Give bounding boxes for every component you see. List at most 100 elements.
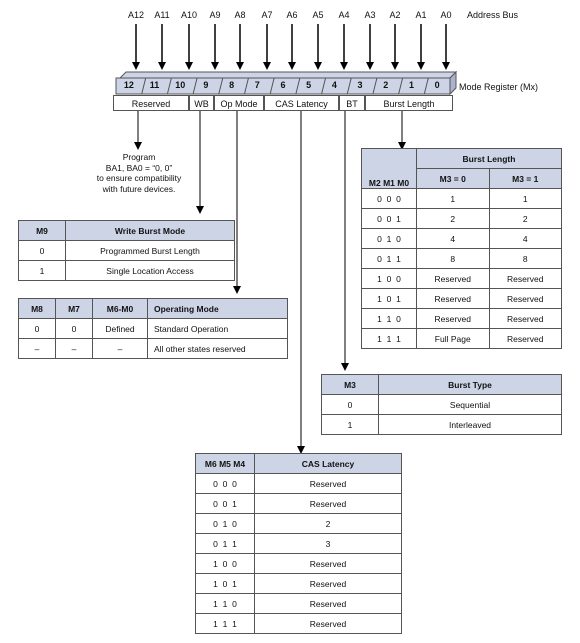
table-cell: 2 (488, 208, 562, 229)
table-header: M3 = 0 (416, 168, 490, 189)
table-cell: 1 0 0 (361, 268, 417, 289)
table-cell: 1 (488, 188, 562, 209)
register-bit-label: 11 (149, 80, 160, 90)
bit-divider (166, 77, 172, 95)
address-pin-label: A2 (389, 10, 401, 20)
address-pin-label: A6 (286, 10, 298, 20)
register-bit-dividers (141, 77, 429, 95)
field-bt: BT (339, 95, 365, 111)
address-pin-label: A3 (364, 10, 376, 20)
bit-divider (295, 77, 301, 95)
table-cell: Defined (92, 318, 148, 339)
table-cell: 1 1 1 (361, 328, 417, 349)
address-bus-arrows (132, 24, 450, 70)
table-header: CAS Latency (254, 453, 402, 474)
register-box-front (115, 77, 451, 95)
address-pin-label: A8 (234, 10, 246, 20)
table-cell: 0 1 1 (195, 533, 255, 554)
address-pin-label: A7 (261, 10, 273, 20)
field-reserved: Reserved (113, 95, 189, 111)
bit-divider (192, 77, 198, 95)
table-cell: Reserved (416, 288, 490, 309)
table-cell: 2 (416, 208, 490, 229)
table-cell: 0 0 1 (361, 208, 417, 229)
program-note-line: to ensure compatibility (96, 173, 182, 183)
register-bit-label: 8 (229, 80, 235, 90)
table-cell: 0 (55, 318, 93, 339)
address-pin-label: A10 (180, 10, 197, 20)
table-cell: 8 (416, 248, 490, 269)
address-pin-label: A11 (154, 10, 170, 20)
table-cell: 0 0 1 (195, 493, 255, 514)
register-box-top (118, 71, 458, 79)
address-pin-label: A9 (209, 10, 221, 20)
table-row: – – – All other states reserved (18, 338, 288, 359)
bit-divider (141, 77, 147, 95)
table-cell: 1 0 1 (195, 573, 255, 594)
register-bit-label: 6 (280, 80, 286, 90)
table-cell: 0 1 1 (361, 248, 417, 269)
table-cell: 1 (321, 414, 379, 435)
field-op-mode: Op Mode (214, 95, 264, 111)
table-cell: 0 1 0 (195, 513, 255, 534)
table-cell: 0 0 0 (361, 188, 417, 209)
table-cell: Single Location Access (65, 260, 235, 281)
table-header: Burst Type (378, 374, 562, 395)
table-cell: 1 1 0 (361, 308, 417, 329)
table-header: M6 M5 M4 (195, 453, 255, 474)
address-pin-label: A4 (338, 10, 350, 20)
table-header: Write Burst Mode (65, 220, 235, 241)
table-cell: 0 1 0 (361, 228, 417, 249)
table-row: 0 Programmed Burst Length (18, 240, 235, 261)
table-cell: 0 (18, 318, 56, 339)
address-pin-label: A5 (312, 10, 324, 20)
table-row: 0 Sequential (321, 394, 562, 415)
table-cell: 8 (488, 248, 562, 269)
table-cell: Programmed Burst Length (65, 240, 235, 261)
burst-length-table: M2 M1 M0 Burst Length M3 = 0 M3 = 1 0 0 … (361, 148, 562, 349)
table-cell: Reserved (416, 268, 490, 289)
table-header: M2 M1 M0 (361, 148, 417, 189)
table-cell: 1 0 0 (195, 553, 255, 574)
address-pin-label: A12 (127, 10, 144, 20)
table-cell: Full Page (416, 328, 490, 349)
register-bit-label: 2 (383, 80, 389, 90)
table-cell: 0 (321, 394, 379, 415)
table-header: Burst Length (416, 148, 562, 169)
table-cell: 4 (488, 228, 562, 249)
table-header: M6-M0 (92, 298, 148, 319)
table-header: M3 = 1 (488, 168, 562, 189)
burst-type-table: M3 Burst Type 0 Sequential 1 Interleaved (321, 374, 562, 435)
register-bit-label: 7 (254, 80, 260, 90)
program-note-line: BA1, BA0 = “0, 0” (105, 162, 173, 173)
table-cell: – (55, 338, 93, 359)
program-note: Program BA1, BA0 = “0, 0” to ensure comp… (80, 152, 198, 194)
bit-divider (398, 77, 404, 95)
table-cell: 0 (18, 240, 66, 261)
register-bit-label: 0 (434, 80, 440, 90)
table-header: Operating Mode (147, 298, 288, 319)
table-cell: Reserved (416, 308, 490, 329)
op-mode-table: M8 M7 M6-M0 Operating Mode 0 0 Defined S… (18, 298, 288, 359)
table-cell: 4 (416, 228, 490, 249)
register-bit-label: 10 (175, 80, 186, 90)
table-cell: – (92, 338, 148, 359)
table-cell: 0 0 0 (195, 473, 255, 494)
field-wb: WB (189, 95, 214, 111)
register-bit-label: 5 (306, 80, 312, 90)
table-cell: 1 (416, 188, 490, 209)
table-cell: Standard Operation (147, 318, 288, 339)
register-bit-label: 9 (203, 80, 209, 90)
